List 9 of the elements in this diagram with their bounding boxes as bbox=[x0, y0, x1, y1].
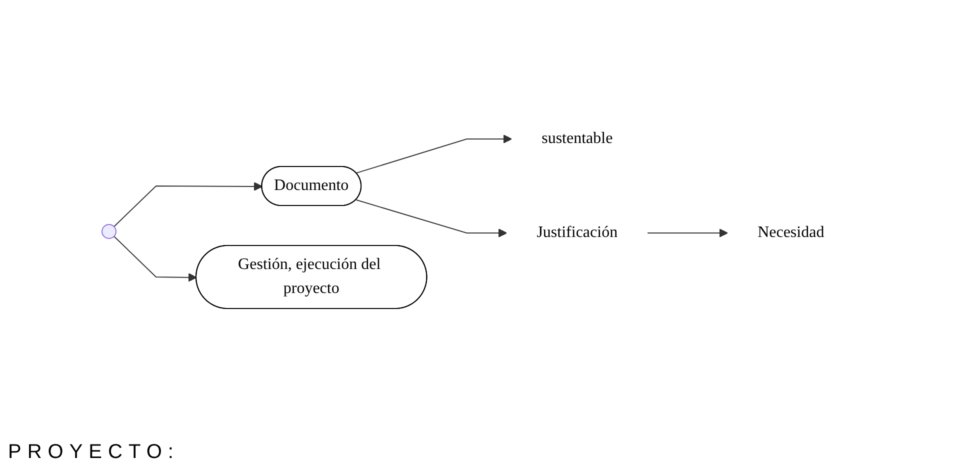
heading-text: PROYECTO: bbox=[8, 441, 180, 464]
arrow bbox=[114, 236, 198, 282]
node-text: Necesidad bbox=[758, 224, 825, 241]
arrow bbox=[647, 228, 728, 238]
arrow bbox=[114, 182, 263, 227]
node-text: sustentable bbox=[542, 130, 614, 147]
node-text: Justificación bbox=[537, 224, 618, 241]
arrow bbox=[356, 134, 512, 174]
arrow bbox=[356, 199, 508, 238]
